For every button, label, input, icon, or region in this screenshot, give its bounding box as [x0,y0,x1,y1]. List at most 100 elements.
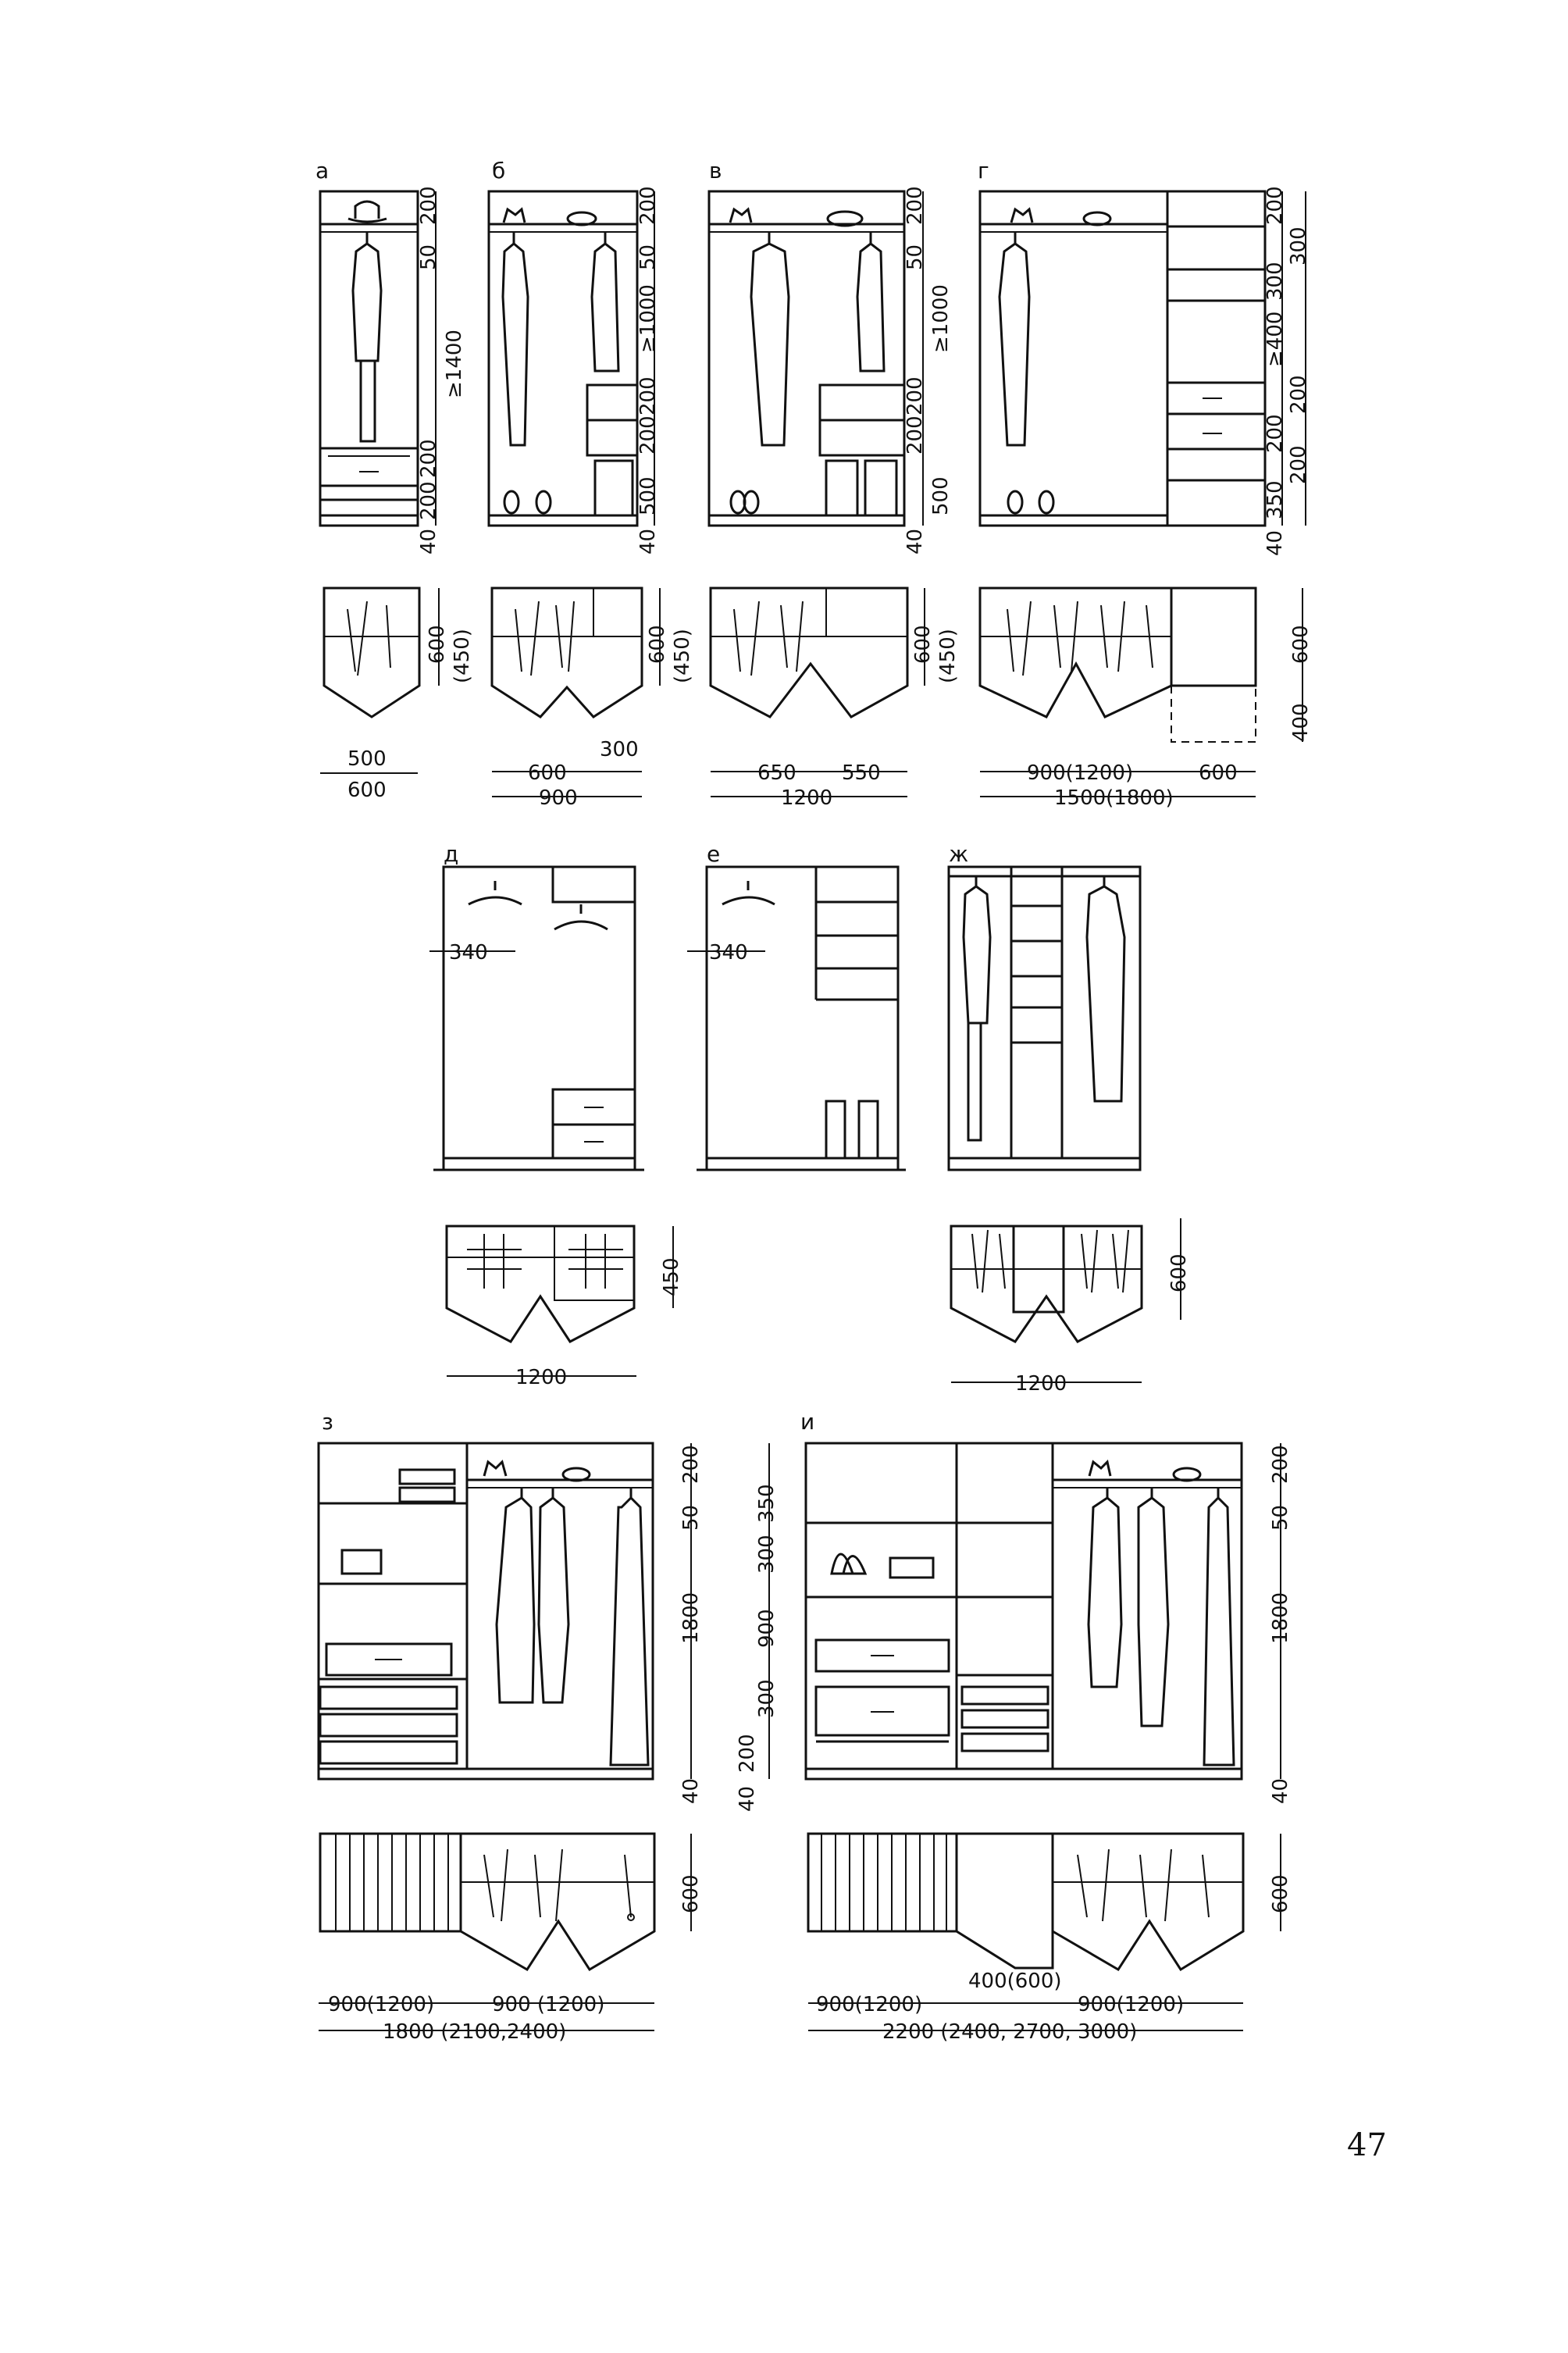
panel-a-elevation [319,190,419,527]
dim-b-w0: 600 [528,761,567,785]
drawer-unit [325,1642,453,1677]
dim-v-plan0: 600 [911,625,935,664]
hanger-icon [722,881,775,906]
dim-z-v2: 1800 [679,1592,703,1644]
coat-icon [998,232,1031,447]
dim-i-r2: 1800 [1269,1592,1292,1644]
dim-z-v0: 200 [679,1445,703,1484]
dim-b-w2: 900 [539,786,578,810]
hat-icon [502,207,526,223]
dim-a-w0: 500 [347,747,387,771]
dim-b-v4: 200 [636,415,660,455]
dim-g-plan1: 400 [1289,703,1313,742]
dim-b-v5: 500 [636,476,660,515]
dim-b-v1: 50 [636,244,660,270]
panel-e: е 340 [687,841,906,1171]
panel-label-d: д [444,841,458,867]
dim-i-l5: 40 [736,1786,759,1812]
dim-i-l0: 350 [755,1484,779,1523]
dim-z-v3: 40 [679,1778,703,1804]
dim-i-w0: 900(1200) [816,1993,922,2016]
panel-i: и 350 300 900 300 200 40 200 50 1800 40 [736,1409,1292,1812]
dim-g-plan0: 600 [1289,625,1313,664]
hat-icon [826,210,864,227]
dim-b-plan0: 600 [646,625,669,664]
panel-zh-elevation [947,865,1142,1171]
dress-icon [609,1488,650,1767]
dim-d-hang: 340 [449,941,488,964]
dim-g-w2: 1500(1800) [1054,786,1174,810]
dim-i-w3: 2200 (2400, 2700, 3000) [882,2020,1137,2044]
panel-z: з 200 50 1800 40 [317,1409,703,1804]
dim-a-v1: 50 [417,244,440,270]
dim-zh-w0: 1200 [1015,1372,1067,1396]
coat-icon [856,232,886,373]
panel-g: г 200 300 300 ≥400 200 200 200 350 40 [978,158,1310,556]
dim-b-plan1: (450) [671,629,694,683]
shoes-icon [503,490,520,515]
dim-i-l3: 300 [755,1679,779,1718]
dim-a-plan0: 600 [426,625,449,664]
dim-zh-plan0: 600 [1167,1253,1191,1292]
coat-icon [1085,876,1126,1103]
dim-i-plan0: 600 [1269,1874,1292,1913]
panel-g-elevation [978,190,1169,527]
drawer-unit [814,1638,950,1673]
panel-label-v: в [709,158,722,184]
panel-e-elevation [705,865,900,1171]
dim-b-v3: 200 [636,376,660,415]
plan-i: 600 900(1200) 400(600) 900(1200) 2200 (2… [807,1832,1292,2044]
dim-i-l4: 200 [736,1734,759,1773]
dim-v-v0: 200 [903,186,927,225]
dim-a-plan1: (450) [451,629,474,683]
dim-a-w1: 600 [347,779,387,802]
boot-icon [825,1100,846,1160]
dim-b-v2: ≥1000 [636,284,660,353]
dim-z-w1: 900 (1200) [492,1993,604,2016]
plan-b: 600 (450) 600 300 900 [490,586,694,810]
coat-icon [351,232,383,443]
dim-g-v0: 200 [1263,186,1287,225]
plan-a: 600 (450) 500 600 [320,586,474,802]
coat-icon [750,232,790,447]
dim-z-w2: 1800 (2100,2400) [383,2020,566,2044]
dim-g-w0: 900(1200) [1027,761,1133,785]
dim-g-v1: 300 [1287,226,1310,266]
hat-icon [1088,1460,1112,1477]
panel-label-a: а [315,158,329,184]
dim-v-v3: 200 [903,376,927,415]
dim-b-w1: 300 [600,738,639,761]
drawer-unit [814,1685,950,1737]
dim-d-w0: 1200 [515,1366,567,1389]
hat-icon [483,1460,508,1477]
dim-a-v5: 40 [417,529,440,554]
panel-v-elevation [707,190,906,527]
panel-z-elevation [317,1442,654,1781]
panel-label-g: г [978,158,989,184]
hanger-icon [554,904,608,931]
dim-i-r0: 200 [1269,1445,1292,1484]
panel-label-z: з [322,1409,333,1435]
dim-i-r3: 40 [1269,1778,1292,1804]
panel-d: д 340 [429,841,644,1171]
dim-v-v6: 40 [903,529,927,554]
panel-zh: ж [947,841,1142,1171]
coat-icon [501,232,529,447]
dim-g-v5: 200 [1263,414,1287,453]
panel-label-zh: ж [949,841,968,867]
dim-v-w1: 550 [842,761,881,785]
panel-i-elevation [804,1442,1243,1781]
shoes-icon [729,490,747,515]
dim-v-v5: 500 [929,476,953,515]
bag-icon [340,1549,383,1575]
dim-i-r1: 50 [1269,1505,1292,1531]
dim-i-w2: 900(1200) [1078,1993,1184,2016]
panel-label-e: е [707,841,720,867]
panel-g-side [1166,190,1267,527]
dim-a-v4: 200 [417,481,440,520]
coat-icon [495,1488,536,1704]
panel-b-elevation [487,190,639,527]
dim-v-w2: 1200 [781,786,832,810]
dim-g-v3: ≥400 [1263,312,1287,367]
